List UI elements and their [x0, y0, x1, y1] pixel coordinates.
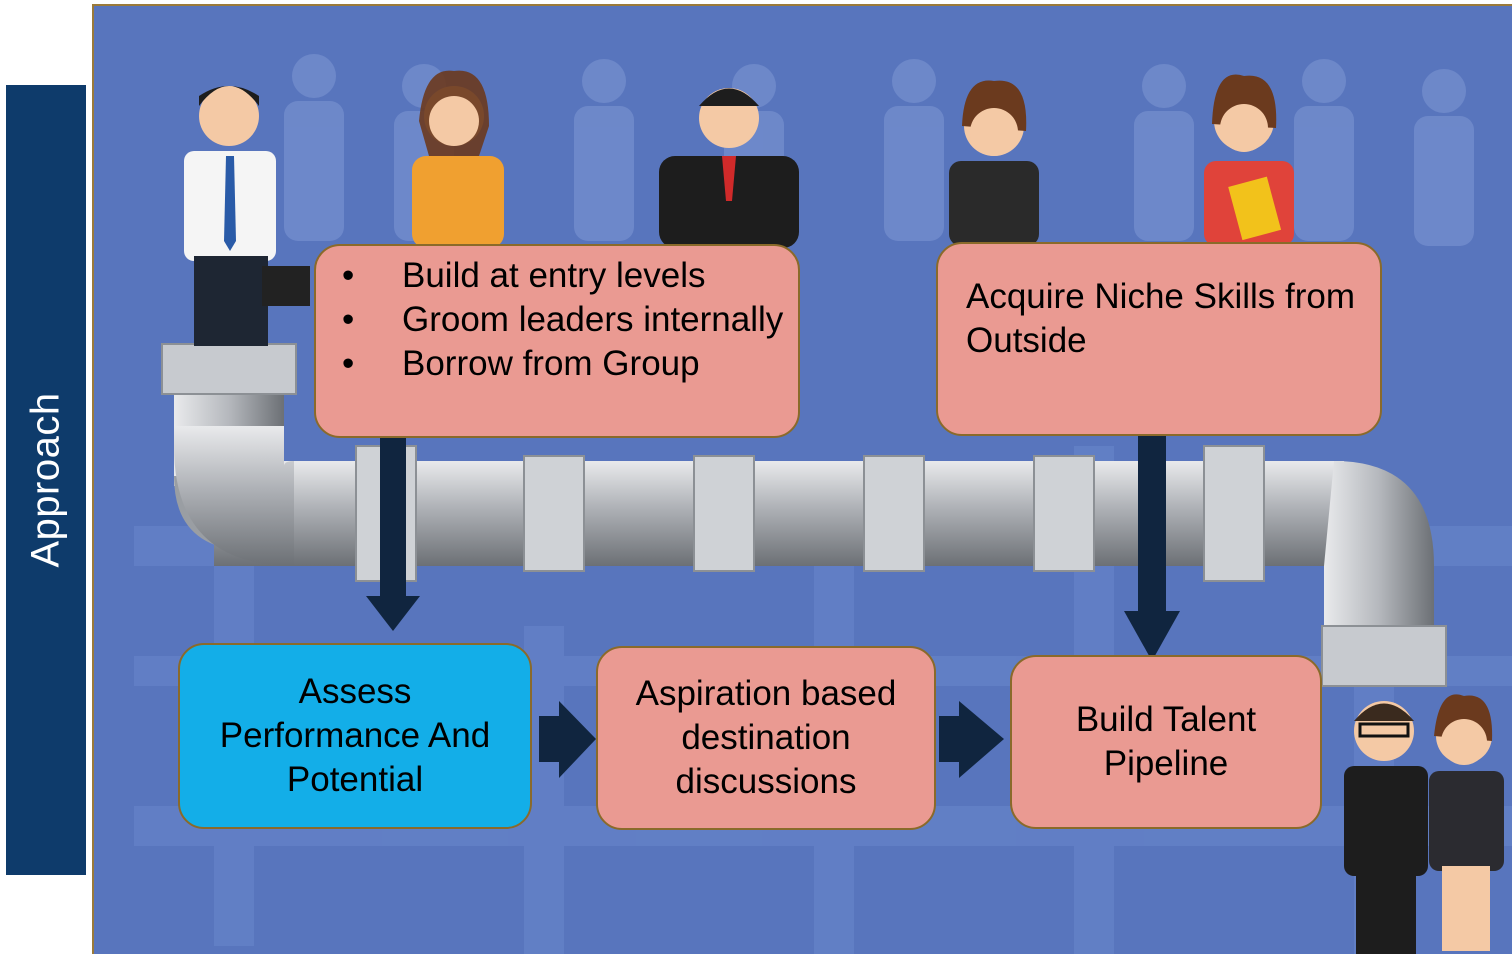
bullet-borrow-group: Borrow from Group: [342, 342, 798, 386]
acquire-text: Acquire Niche Skills from Outside: [966, 277, 1355, 360]
side-label: Approach: [6, 85, 86, 875]
assess-box: Assess Performance And Potential: [178, 643, 532, 829]
aspiration-box: Aspiration based destination discussions: [596, 646, 936, 830]
aspiration-text: Aspiration based destination discussions: [635, 674, 897, 801]
pipeline-text: Build Talent Pipeline: [1075, 700, 1257, 783]
flow-arrows: [366, 436, 1180, 778]
bullet-groom-leaders: Groom leaders internally: [342, 298, 798, 342]
assess-text: Assess Performance And Potential: [219, 672, 491, 799]
side-label-text: Approach: [23, 392, 68, 568]
build-internal-box: Build at entry levels Groom leaders inte…: [314, 244, 800, 438]
bullet-build-entry: Build at entry levels: [342, 254, 798, 298]
diagram-scene: Build at entry levels Groom leaders inte…: [92, 4, 1512, 954]
acquire-box: Acquire Niche Skills from Outside: [936, 242, 1382, 436]
people-illustration: [184, 70, 1504, 954]
pipeline-box: Build Talent Pipeline: [1010, 655, 1322, 829]
